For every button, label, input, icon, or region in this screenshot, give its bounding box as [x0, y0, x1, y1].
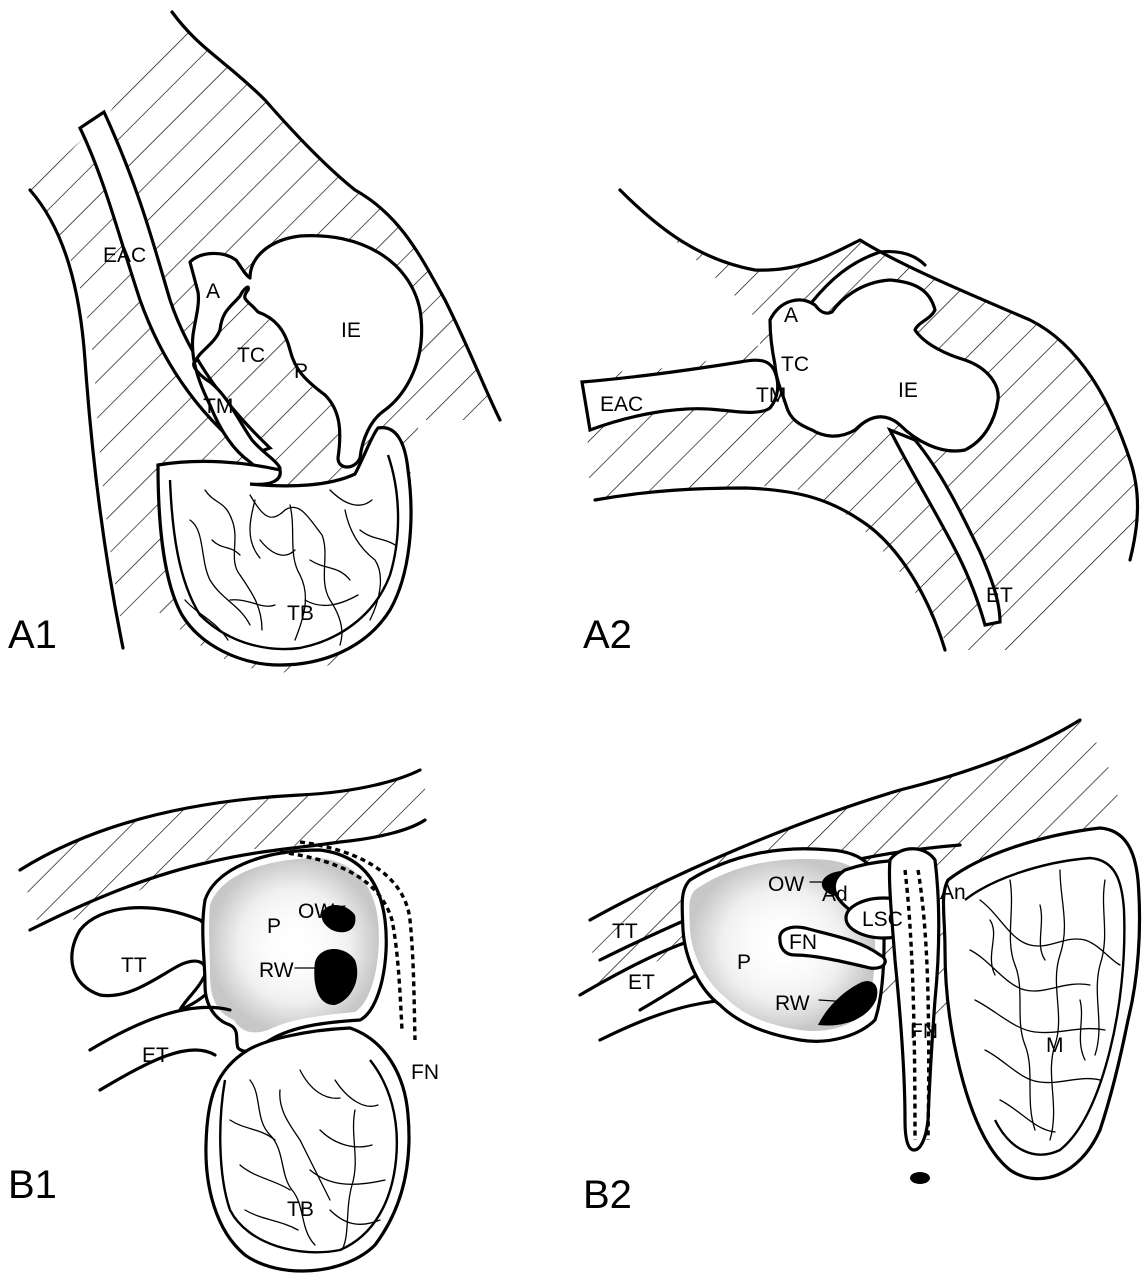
label-a1-tm: TM: [203, 395, 233, 418]
panel-label-a1: A1: [8, 613, 57, 657]
label-b2-tt: TT: [612, 920, 638, 943]
label-b1-fn: FN: [411, 1061, 439, 1084]
stipple-b1: [209, 858, 379, 1032]
label-b1-rw: RW: [259, 959, 294, 982]
label-a1-tc: TC: [237, 344, 265, 367]
label-b2-et: ET: [628, 971, 655, 994]
panel-b1: OW P RW TT FN ET TB B1: [8, 770, 439, 1271]
panel-label-b2: B2: [583, 1173, 632, 1217]
panel-b2: Ad LSC An FN TT OW P ET RW FN M B2: [580, 720, 1140, 1217]
label-a1-eac: EAC: [103, 244, 146, 267]
label-b2-fn-lower: FN: [910, 1020, 938, 1043]
label-a2-et: ET: [986, 584, 1013, 607]
label-a2-a: A: [784, 304, 798, 327]
label-b1-tb: TB: [287, 1198, 314, 1221]
label-b2-fn-upper: FN: [789, 931, 817, 954]
label-b1-tt: TT: [121, 954, 147, 977]
label-a2-ie: IE: [898, 379, 918, 402]
label-a2-eac: EAC: [600, 393, 643, 416]
label-b1-et: ET: [142, 1044, 169, 1067]
label-a1-p: P: [294, 360, 308, 383]
panel-label-a2: A2: [583, 613, 632, 657]
label-b2-rw: RW: [775, 992, 810, 1015]
label-a1-tb: TB: [287, 602, 314, 625]
label-a1-ie: IE: [341, 319, 361, 342]
label-b2-m: M: [1046, 1034, 1064, 1057]
label-b2-lsc: LSC: [862, 908, 903, 931]
fn-stump-b2: [910, 1172, 930, 1184]
panel-a2: A TC EAC TM IE ET A2: [582, 190, 1138, 657]
label-b2-ow: OW: [768, 873, 804, 896]
label-a2-tm: TM: [756, 384, 786, 407]
label-b1-ow: OW: [298, 900, 334, 923]
mastoid-b2: [943, 828, 1139, 1179]
panel-a1: EAC A TC P IE TM TB A1: [8, 12, 500, 672]
label-b1-p: P: [267, 915, 281, 938]
label-b2-p: P: [737, 951, 751, 974]
label-b2-ad: Ad: [822, 883, 848, 906]
label-b2-an: An: [940, 881, 966, 904]
label-a2-tc: TC: [781, 353, 809, 376]
label-a1-a: A: [206, 280, 220, 303]
panel-label-b1: B1: [8, 1163, 57, 1207]
